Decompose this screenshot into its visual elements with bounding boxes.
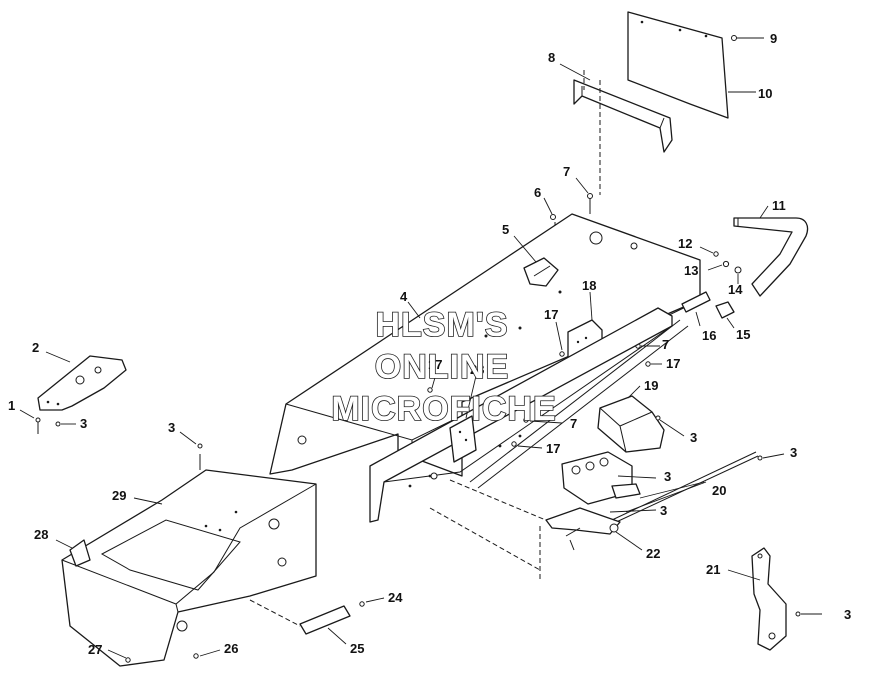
callout-labels: 1 2 3 3 3 3 3 3 3 4 5 6 7 7 7 8 9 10 11 … [8, 31, 851, 657]
callout-16: 16 [702, 328, 716, 343]
callout-20: 20 [712, 483, 726, 498]
part-27-bolt [107, 649, 131, 663]
watermark-line-2: ONLINE [375, 348, 509, 386]
callout-17: 17 [544, 307, 558, 322]
callout-7: 7 [563, 164, 570, 179]
callout-8: 8 [548, 50, 555, 65]
callout-6: 6 [534, 185, 541, 200]
callout-3: 3 [690, 430, 697, 445]
callout-25: 25 [350, 641, 364, 656]
part-17-fastener-c [427, 373, 437, 393]
part-9-screw [731, 35, 764, 41]
callout-24: 24 [388, 590, 403, 605]
part-22-bracket [545, 507, 621, 551]
callout-1: 1 [8, 398, 15, 413]
part-11-handle [733, 217, 809, 297]
callout-11: 11 [772, 198, 786, 213]
callout-7: 7 [570, 416, 577, 431]
callout-19: 19 [644, 378, 658, 393]
callout-14: 14 [728, 282, 743, 297]
part-17-fastener-a [555, 321, 565, 357]
callout-5: 5 [502, 222, 509, 237]
callout-17: 17 [666, 356, 680, 371]
watermark-line-3: MICROFICHE [331, 390, 556, 428]
part-1-bolt [19, 409, 41, 434]
callout-2: 2 [32, 340, 39, 355]
part-23-plate [449, 415, 477, 463]
callout-26: 26 [224, 641, 238, 656]
callout-9: 9 [770, 31, 777, 46]
part-7-bolt-c [523, 417, 563, 424]
callout-22: 22 [646, 546, 660, 561]
part-20-cylinder-assembly [561, 451, 759, 525]
part-12-bolt [699, 246, 719, 257]
part-17-fastener-b [645, 361, 662, 367]
callout-4: 4 [400, 289, 408, 304]
callout-10: 10 [758, 86, 772, 101]
callout-3: 3 [168, 420, 175, 435]
callout-17: 17 [546, 441, 560, 456]
part-14-nut [734, 266, 742, 284]
callout-29: 29 [112, 488, 126, 503]
part-26-bolt [193, 649, 221, 659]
callout-23: 23 [470, 362, 484, 377]
part-25-rail [299, 605, 351, 635]
part-2-bracket [37, 355, 127, 411]
part-7-bolt-top [587, 193, 593, 214]
callout-12: 12 [678, 236, 692, 251]
callout-3: 3 [80, 416, 87, 431]
part-17-fastener-d [511, 441, 543, 449]
part-16-strip [681, 291, 711, 313]
part-21-bracket [751, 547, 787, 651]
part-13-washer [707, 260, 730, 271]
callout-27: 27 [88, 642, 102, 657]
callout-3: 3 [844, 607, 851, 622]
part-8-bracket [573, 70, 673, 195]
watermark-line-1: HLSM'S [375, 306, 508, 344]
part-29-deck [61, 443, 317, 667]
callout-18: 18 [582, 278, 596, 293]
callout-7: 7 [662, 337, 669, 352]
callout-28: 28 [34, 527, 48, 542]
part-10-shield [627, 11, 729, 119]
callout-15: 15 [736, 327, 750, 342]
part-5-cap [523, 257, 559, 287]
lower-channel-frame [369, 307, 689, 580]
part-15-block [715, 301, 735, 319]
part-24-bolt [359, 597, 385, 607]
callout-3: 3 [664, 469, 671, 484]
callout-3: 3 [790, 445, 797, 460]
callout-3: 3 [660, 503, 667, 518]
callout-13: 13 [684, 263, 698, 278]
callout-17: 17 [428, 357, 442, 372]
callout-21: 21 [706, 562, 720, 577]
part-19-tool-box [597, 395, 665, 453]
watermark: HLSM'S ONLINE MICROFICHE [331, 305, 557, 429]
